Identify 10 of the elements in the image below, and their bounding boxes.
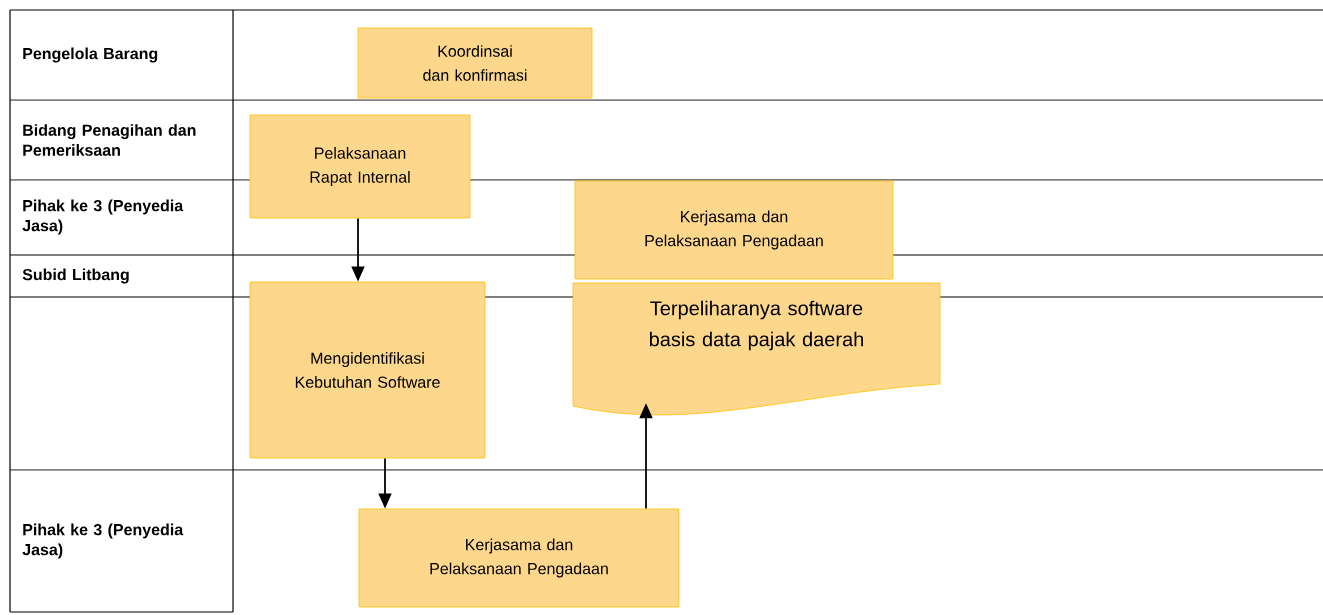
- process-box: Koordinsai dan konfirmasi: [357, 27, 593, 99]
- process-box: Pelaksanaan Rapat Internal: [249, 114, 471, 219]
- lane-label: Bidang Penagihan dan Pemeriksaan: [23, 124, 196, 156]
- lane-label: Pihak ke 3 (Penyedia Jasa): [22, 199, 184, 235]
- lane-label: Pengelola Barang: [23, 47, 158, 63]
- lane-label: Pihak ke 3 (Penyedia Jasa): [22, 523, 184, 559]
- process-box: Mengidentifikasi Kebutuhan Software: [249, 281, 486, 459]
- process-box: Kerjasama dan Pelaksanaan Pengadaan: [358, 508, 680, 608]
- lane-label: Subid Litbang: [22, 268, 129, 284]
- process-box: Kerjasama dan Pelaksanaan Pengadaan: [574, 180, 894, 280]
